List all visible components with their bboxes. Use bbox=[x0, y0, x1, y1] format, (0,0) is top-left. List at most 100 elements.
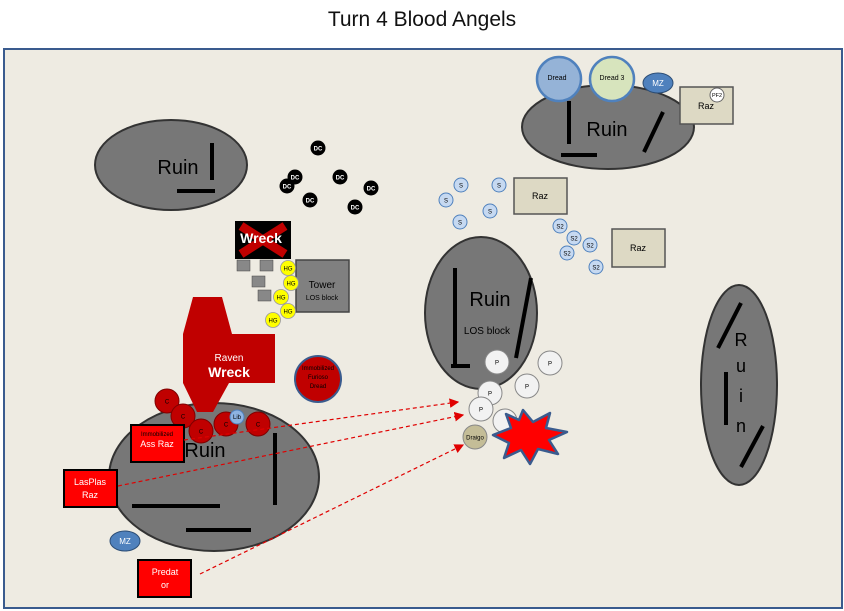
svg-text:S: S bbox=[488, 210, 492, 216]
svg-text:Dread 3: Dread 3 bbox=[600, 75, 625, 82]
svg-text:S: S bbox=[497, 184, 501, 190]
svg-text:HG: HG bbox=[284, 267, 293, 273]
ruin-letter: n bbox=[736, 416, 746, 436]
svg-text:DC: DC bbox=[291, 176, 300, 182]
hg-model: HG bbox=[283, 275, 299, 291]
raz-box: Raz bbox=[679, 86, 734, 125]
wreck-marker: Wreck bbox=[235, 221, 291, 259]
svg-text:DC: DC bbox=[314, 147, 323, 153]
svg-text:P: P bbox=[548, 362, 552, 368]
s2-model: S2 bbox=[559, 245, 575, 261]
s2-model: S2 bbox=[566, 230, 582, 246]
svg-text:C: C bbox=[256, 423, 261, 429]
svg-text:or: or bbox=[161, 580, 169, 590]
svg-text:C: C bbox=[224, 423, 229, 429]
p-model: P bbox=[537, 350, 563, 376]
ruin-letter: u bbox=[736, 356, 746, 376]
scout-model: S bbox=[482, 203, 498, 219]
svg-text:S2: S2 bbox=[592, 266, 600, 272]
hg-model: HG bbox=[280, 303, 296, 319]
scout-model: S bbox=[491, 177, 507, 193]
ass-raz: Immobilized Ass Raz bbox=[130, 424, 185, 463]
svg-text:Lib: Lib bbox=[233, 415, 242, 421]
svg-text:Ass Raz: Ass Raz bbox=[140, 439, 174, 449]
svg-text:C: C bbox=[165, 400, 170, 406]
svg-text:Predat: Predat bbox=[152, 567, 179, 577]
hg-model: HG bbox=[265, 312, 281, 328]
tower: Tower LOS block bbox=[295, 259, 350, 313]
dc-model: DC bbox=[363, 180, 379, 196]
scout-model: S bbox=[438, 192, 454, 208]
s2-model: S2 bbox=[582, 237, 598, 253]
svg-text:S2: S2 bbox=[556, 225, 564, 231]
diagram-title: Turn 4 Blood Angels bbox=[327, 8, 517, 31]
svg-text:HG: HG bbox=[284, 310, 293, 316]
svg-text:Raz: Raz bbox=[630, 243, 647, 253]
ruin-label: Ruin bbox=[184, 440, 225, 462]
p-model: P bbox=[468, 396, 494, 422]
svg-text:S: S bbox=[459, 184, 463, 190]
c-model: C bbox=[154, 388, 180, 414]
predator: Predat or bbox=[137, 559, 192, 598]
fire-arrows bbox=[117, 398, 465, 575]
explosion-star bbox=[491, 408, 569, 466]
s2-model: S2 bbox=[552, 218, 568, 234]
svg-text:Dread: Dread bbox=[310, 384, 326, 390]
svg-text:P: P bbox=[488, 392, 492, 398]
raven-wreck: Raven Wreck bbox=[183, 297, 275, 412]
svg-text:DC: DC bbox=[283, 185, 292, 191]
svg-text:P: P bbox=[525, 385, 529, 391]
dc-model: DC bbox=[279, 178, 295, 194]
svg-text:PF2: PF2 bbox=[712, 93, 722, 99]
svg-text:DC: DC bbox=[367, 187, 376, 193]
raz-box: Raz bbox=[611, 228, 666, 268]
p-model: P bbox=[514, 373, 540, 399]
svg-text:DC: DC bbox=[336, 176, 345, 182]
lasplas-raz: LasPlas Raz bbox=[63, 469, 118, 508]
svg-text:HG: HG bbox=[269, 319, 278, 325]
scout-squad-2: S2 S2 S2 S2 S2 bbox=[552, 218, 604, 275]
svg-text:Raz: Raz bbox=[532, 191, 549, 201]
librarian: Lib bbox=[229, 409, 245, 425]
svg-text:S: S bbox=[444, 199, 448, 205]
svg-text:Furioso: Furioso bbox=[308, 375, 329, 381]
ruin-label: Ruin bbox=[157, 157, 198, 179]
svg-text:S2: S2 bbox=[563, 252, 571, 258]
hg-model: HG bbox=[280, 260, 296, 276]
dc-model: DC bbox=[347, 199, 363, 215]
c-model: C bbox=[245, 411, 271, 437]
tower-sublabel: LOS block bbox=[306, 295, 339, 302]
raven-wreck-label: Wreck bbox=[208, 364, 250, 380]
tower-label: Tower bbox=[309, 280, 336, 291]
scout-squad: S S S S S bbox=[438, 177, 507, 230]
mz-bottom: MZ bbox=[109, 530, 141, 552]
dread: Dread bbox=[535, 55, 583, 103]
dread-3: Dread 3 bbox=[588, 55, 636, 103]
rubble-tiles bbox=[236, 259, 274, 302]
svg-text:LasPlas: LasPlas bbox=[74, 477, 107, 487]
raz-box: Raz bbox=[513, 177, 568, 215]
svg-text:C: C bbox=[181, 415, 186, 421]
svg-text:HG: HG bbox=[277, 296, 286, 302]
ruin-right: R u i n bbox=[700, 284, 778, 486]
dc-model: DC bbox=[310, 140, 326, 156]
svg-text:P: P bbox=[479, 408, 483, 414]
los-block-label: LOS block bbox=[464, 326, 511, 337]
s2-model: S2 bbox=[588, 259, 604, 275]
svg-text:DC: DC bbox=[306, 199, 315, 205]
svg-text:Raz: Raz bbox=[82, 490, 99, 500]
svg-text:Dread: Dread bbox=[547, 75, 566, 82]
dc-model: DC bbox=[332, 169, 348, 185]
furioso-dread: Immobilized Furioso Dread bbox=[294, 355, 342, 403]
svg-text:S2: S2 bbox=[570, 237, 578, 243]
ruin-label: Ruin bbox=[586, 119, 627, 141]
raven-label: Raven bbox=[215, 353, 244, 364]
mz-top: MZ bbox=[642, 72, 674, 94]
draigo: Draigo bbox=[462, 424, 488, 450]
svg-text:MZ: MZ bbox=[119, 537, 131, 546]
hg-model: HG bbox=[273, 289, 289, 305]
p-model: P bbox=[484, 349, 510, 375]
ruin-label: Ruin bbox=[469, 289, 510, 311]
svg-text:Draigo: Draigo bbox=[466, 436, 484, 442]
